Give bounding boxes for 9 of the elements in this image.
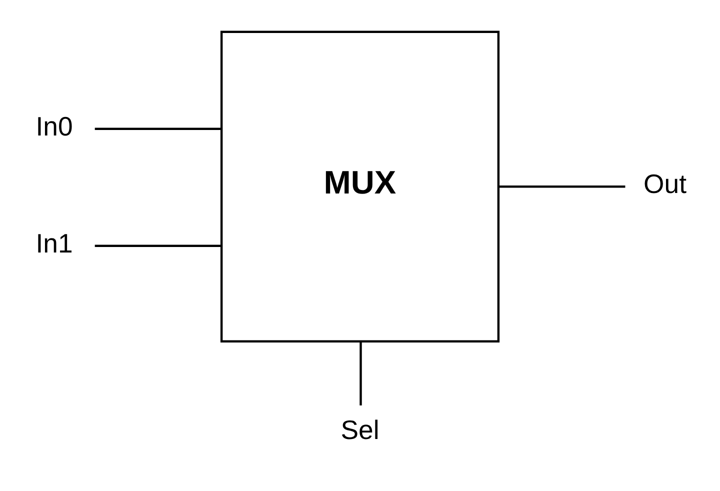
node-text: In0 — [36, 111, 73, 142]
connector — [94, 128, 222, 130]
node-box: MUX — [220, 30, 500, 342]
node-text: Out — [644, 169, 686, 200]
connector — [360, 342, 362, 406]
node-text: In1 — [36, 228, 73, 258]
connector — [94, 244, 222, 247]
node-text: Sel — [340, 414, 380, 445]
connector — [498, 186, 626, 188]
